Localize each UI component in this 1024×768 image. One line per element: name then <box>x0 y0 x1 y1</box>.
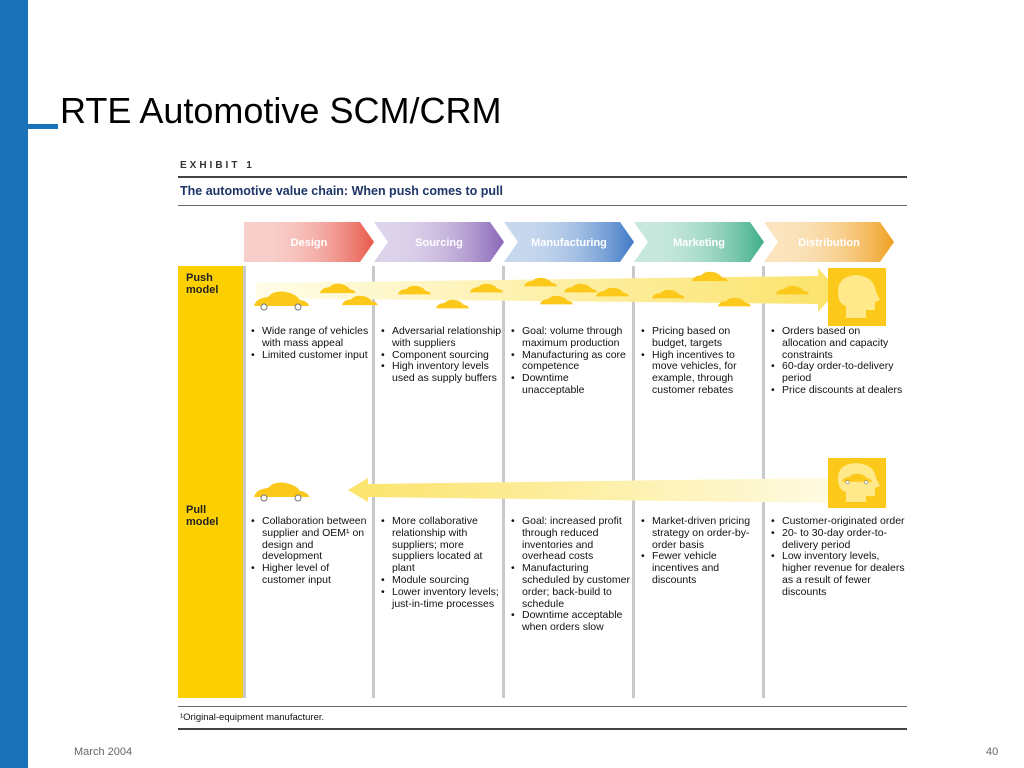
slide-title-accent-line <box>0 124 58 129</box>
car-icon <box>342 295 378 306</box>
list-item: Fewer vehicle incentives and discounts <box>640 550 762 586</box>
car-icon <box>398 285 431 295</box>
push-label-line-2: model <box>186 284 219 296</box>
pull-label-line-1: Pull <box>186 504 207 516</box>
pull-flow-arrow <box>348 478 833 503</box>
push-flow-arrow <box>256 268 838 312</box>
car-icon <box>320 283 356 294</box>
car-icon <box>596 287 629 297</box>
list-item: Low inventory levels, higher revenue for… <box>770 550 906 598</box>
page-number: 40 <box>986 746 999 758</box>
column-divider <box>243 266 246 698</box>
customer-car-thought-icon <box>828 458 886 508</box>
list-item: Manufacturing scheduled by customer orde… <box>510 562 632 610</box>
stage-label-sourcing: Sourcing <box>415 237 463 249</box>
column-divider <box>502 266 505 698</box>
push-design-list: Wide range of vehicles with mass appeal … <box>250 325 374 362</box>
exhibit-footnote: ¹Original-equipment manufacturer. <box>180 712 325 723</box>
pull-manufacturing-list: Goal: increased profit through reduced i… <box>510 515 632 634</box>
list-item: Module sourcing <box>380 574 502 587</box>
list-item: Wide range of vehicles with mass appeal <box>250 325 374 350</box>
list-item: Manufacturing as core competence <box>510 349 632 374</box>
stage-label-design: Design <box>291 237 328 249</box>
exhibit-figure: EXHIBIT 1 The automotive value chain: Wh… <box>178 158 908 730</box>
pull-marketing-list: Market-driven pricing strategy on order-… <box>640 515 762 587</box>
stage-label-distribution: Distribution <box>798 237 860 249</box>
pull-distribution-list: Customer-originated order 20- to 30-day … <box>770 515 906 599</box>
slide-title: RTE Automotive SCM/CRM <box>60 90 502 131</box>
push-sourcing-list: Adversarial relationship with suppliers … <box>380 325 502 385</box>
car-icon <box>254 482 309 502</box>
stage-label-marketing: Marketing <box>673 237 725 249</box>
list-item: Limited customer input <box>250 349 374 362</box>
list-item: Goal: increased profit through reduced i… <box>510 515 632 563</box>
pull-model-label: Pull model <box>186 504 218 528</box>
list-item: Downtime acceptable when orders slow <box>510 610 632 634</box>
car-icon <box>470 283 503 293</box>
stage-chevron-sourcing <box>374 222 504 262</box>
list-item: Pricing based on budget, targets <box>640 325 762 350</box>
push-model-label: Push model <box>186 272 218 296</box>
exhibit-bottom-rule <box>178 706 907 707</box>
stage-label-manufacturing: Manufacturing <box>531 237 607 249</box>
car-thought-icon <box>842 473 873 485</box>
stage-chevron-distribution <box>764 222 894 262</box>
stage-chevrons: Design Sourcing Manufacturing Marketing Dist… <box>244 222 894 262</box>
list-item: Orders based on allocation and capacity … <box>770 325 906 361</box>
list-item: High inventory levels used as supply buf… <box>380 361 502 385</box>
customer-head-icon <box>828 268 886 326</box>
list-item: Higher level of customer input <box>250 562 372 587</box>
exhibit-label: EXHIBIT 1 <box>180 160 255 171</box>
list-item: More collaborative relationship with sup… <box>380 515 502 575</box>
column-divider <box>372 266 375 698</box>
car-icon <box>540 295 573 305</box>
pull-design-list: Collaboration between supplier and OEM¹ … <box>250 515 372 587</box>
exhibit-top-rule <box>178 176 907 178</box>
list-item: Downtime unacceptable <box>510 372 632 397</box>
exhibit-end-rule <box>178 728 907 730</box>
push-manufacturing-list: Goal: volume through maximum production … <box>510 325 632 397</box>
list-item: Collaboration between supplier and OEM¹ … <box>250 515 372 563</box>
footer-date: March 2004 <box>74 746 133 758</box>
list-item: Goal: volume through maximum production <box>510 325 632 350</box>
value-chain-graphic: Design Sourcing Manufacturing Marketing Dist… <box>244 222 894 508</box>
pull-label-line-2: model <box>186 516 219 528</box>
car-icon <box>564 283 597 293</box>
exhibit-subtitle: The automotive value chain: When push co… <box>180 184 503 198</box>
model-label-column <box>178 266 243 698</box>
push-marketing-list: Pricing based on budget, targets High in… <box>640 325 762 397</box>
push-label-line-1: Push <box>186 272 213 284</box>
car-icon <box>524 277 557 287</box>
car-icon <box>436 299 469 309</box>
car-icon <box>776 285 809 295</box>
car-icon <box>718 297 751 307</box>
car-icon <box>692 271 728 282</box>
list-item: High incentives to move vehicles, for ex… <box>640 349 762 397</box>
exhibit-subtitle-rule <box>178 205 907 206</box>
stage-chevron-marketing <box>634 222 764 262</box>
list-item: Adversarial relationship with suppliers <box>380 325 502 350</box>
list-item: Lower inventory levels; just-in-time pro… <box>380 586 502 611</box>
list-item: 60-day order-to-delivery period <box>770 361 906 385</box>
list-item: Component sourcing <box>380 349 502 362</box>
pull-sourcing-list: More collaborative relationship with sup… <box>380 515 502 611</box>
list-item: Market-driven pricing strategy on order-… <box>640 515 762 551</box>
slide-left-accent-bar <box>0 0 28 768</box>
list-item: Customer-originated order <box>770 515 906 528</box>
stage-chevron-manufacturing <box>504 222 634 262</box>
stage-chevron-design <box>244 222 374 262</box>
push-distribution-list: Orders based on allocation and capacity … <box>770 325 906 397</box>
push-car-icons <box>254 271 809 311</box>
list-item: 20- to 30-day order-to-delivery period <box>770 527 906 552</box>
car-icon <box>652 289 685 299</box>
car-icon <box>254 291 309 311</box>
list-item: Price discounts at dealers <box>770 384 906 397</box>
